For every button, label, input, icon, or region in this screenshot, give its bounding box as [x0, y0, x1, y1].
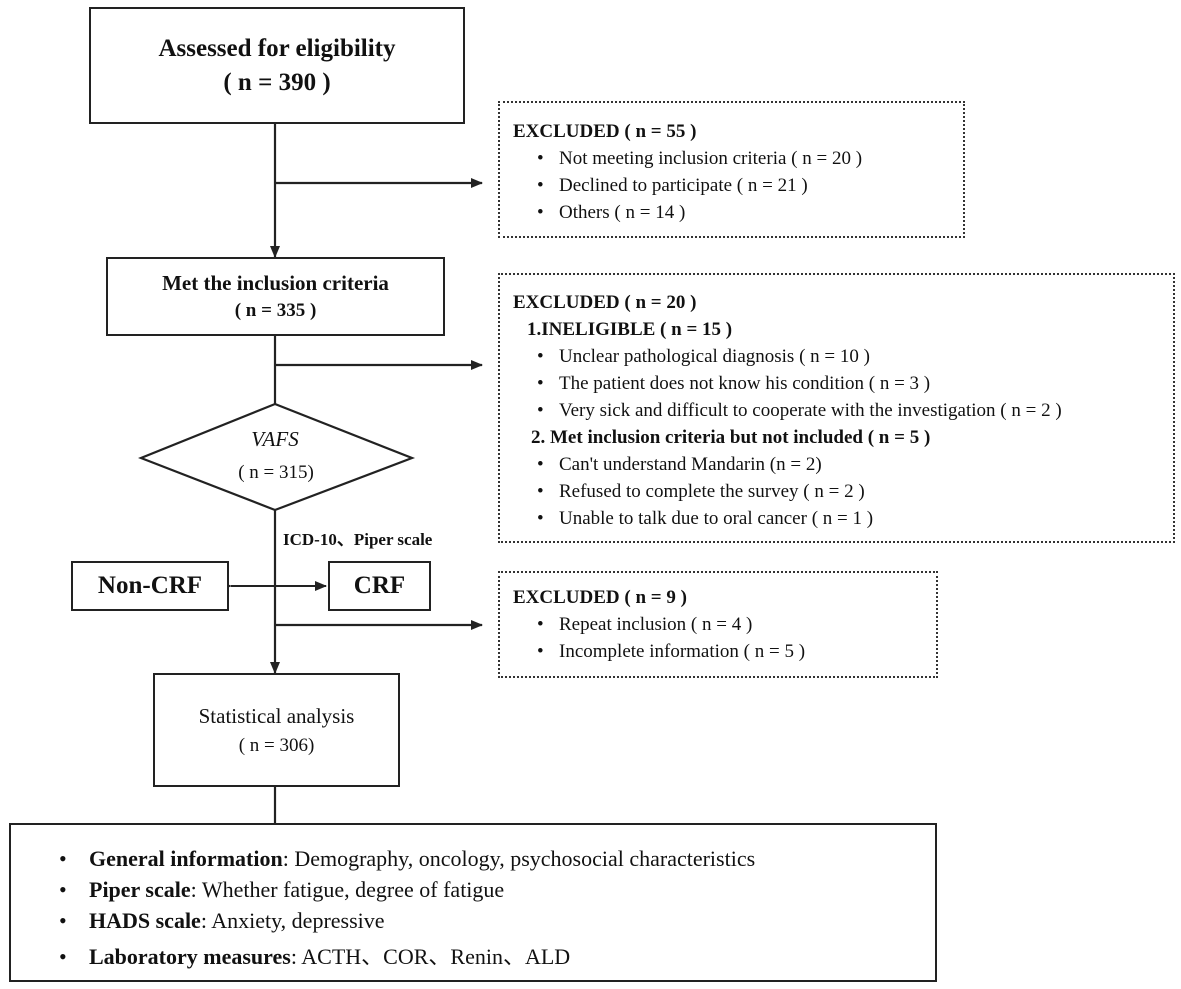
measure-item: •Laboratory measures: ACTH、COR、Renin、ALD: [59, 944, 571, 969]
excluded-2-item: •Can't understand Mandarin (n = 2): [537, 454, 822, 475]
excluded-1-item: •Not meeting inclusion criteria ( n = 20…: [537, 148, 863, 169]
excluded-box-2: EXCLUDED ( n = 20 ) 1.INELIGIBLE ( n = 1…: [498, 273, 1175, 543]
excluded-box-3: EXCLUDED ( n = 9 ) •Repeat inclusion ( n…: [498, 571, 938, 678]
excluded-3-item: •Repeat inclusion ( n = 4 ): [537, 614, 753, 635]
excluded-2-group1-title: 1.INELIGIBLE ( n = 15 ): [527, 319, 733, 340]
scale-label: ICD-10、Piper scale: [283, 530, 433, 549]
measure-item: •General information: Demography, oncolo…: [59, 846, 756, 871]
excluded-2-item: •Unable to talk due to oral cancer ( n =…: [537, 508, 874, 529]
excluded-1-item: •Declined to participate ( n = 21 ): [537, 175, 808, 196]
excluded-2-group2-title: 2. Met inclusion criteria but not includ…: [531, 427, 931, 448]
excluded-3-title: EXCLUDED ( n = 9 ): [513, 587, 687, 608]
excluded-2-item: •Refused to complete the survey ( n = 2 …: [537, 481, 865, 502]
statistical-analysis-box: Statistical analysis ( n = 306): [153, 673, 400, 787]
non-crf-label: Non-CRF: [97, 572, 203, 599]
excluded-box-1: EXCLUDED ( n = 55 ) •Not meeting inclusi…: [498, 101, 965, 238]
assessed-box: Assessed for eligibility ( n = 390 ): [89, 7, 465, 124]
excluded-2-item: •Very sick and difficult to cooperate wi…: [537, 400, 1062, 421]
vafs-count: ( n = 315): [238, 462, 314, 483]
met-criteria-title: Met the inclusion criteria: [162, 271, 389, 295]
statistical-analysis-count: ( n = 306): [238, 734, 315, 756]
excluded-3-item: •Incomplete information ( n = 5 ): [537, 641, 806, 662]
measure-item: •Piper scale: Whether fatigue, degree of…: [59, 877, 505, 902]
vafs-diamond: [138, 402, 416, 512]
excluded-2-title: EXCLUDED ( n = 20 ): [513, 292, 697, 313]
crf-box: CRF: [328, 561, 431, 611]
excluded-1-item: •Others ( n = 14 ): [537, 202, 686, 223]
met-criteria-box: Met the inclusion criteria ( n = 335 ): [106, 257, 445, 336]
measure-item: •HADS scale: Anxiety, depressive: [59, 908, 385, 933]
vafs-title: VAFS: [251, 427, 299, 451]
assessed-count: ( n = 390 ): [223, 68, 331, 96]
non-crf-box: Non-CRF: [71, 561, 229, 611]
excluded-1-title: EXCLUDED ( n = 55 ): [513, 121, 697, 142]
crf-label: CRF: [353, 572, 406, 599]
met-criteria-count: ( n = 335 ): [234, 300, 317, 321]
statistical-analysis-title: Statistical analysis: [198, 703, 355, 728]
excluded-2-item: •Unclear pathological diagnosis ( n = 10…: [537, 346, 870, 367]
measures-box: •General information: Demography, oncolo…: [9, 823, 937, 982]
assessed-title: Assessed for eligibility: [158, 34, 396, 62]
excluded-2-item: •The patient does not know his condition…: [537, 373, 931, 394]
